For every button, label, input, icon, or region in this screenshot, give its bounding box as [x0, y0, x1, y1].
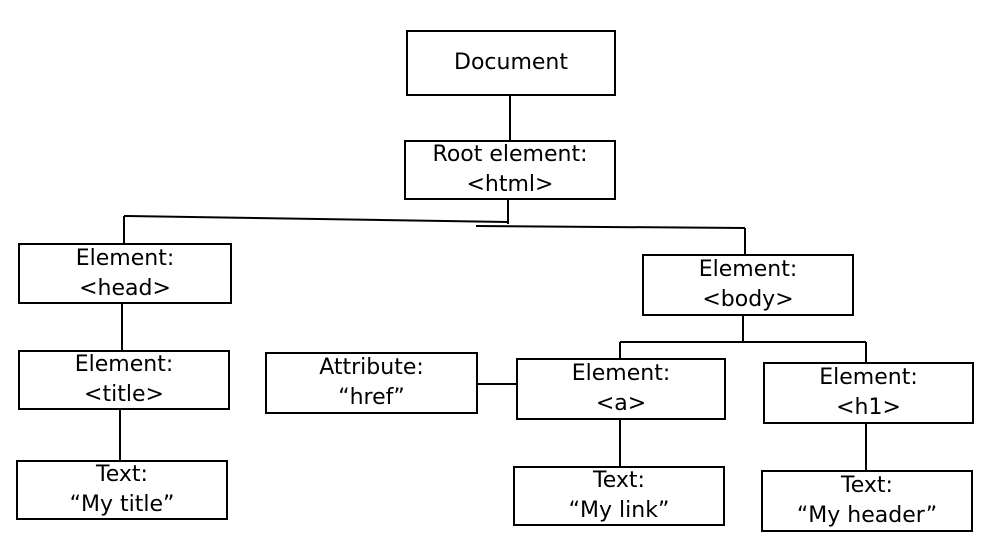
attribute-label: Attribute: [319, 355, 424, 380]
text-title-label: Text: [96, 462, 148, 487]
text-header-label: Text: [841, 473, 893, 498]
text-my-link-node: Text: “My link” [513, 466, 725, 526]
body-element-node: Element: <body> [642, 254, 854, 316]
text-title-value: “My title” [69, 492, 175, 517]
document-node: Document [406, 30, 616, 96]
title-element-label: Element: [74, 352, 174, 377]
head-element-node: Element: <head> [18, 243, 232, 304]
title-element-tag: <title> [84, 382, 164, 407]
a-element-tag: <a> [595, 391, 647, 416]
attribute-value: “href” [338, 385, 405, 410]
root-element-tag: <html> [466, 172, 554, 197]
connector-body-branch [475, 225, 746, 229]
head-element-tag: <head> [79, 275, 171, 301]
title-element-node: Element: <title> [18, 350, 230, 410]
root-element-label: Root element: [432, 142, 588, 167]
a-element-node: Element: <a> [516, 358, 726, 420]
text-header-value: “My header” [796, 503, 938, 528]
text-my-title-node: Text: “My title” [16, 460, 228, 520]
head-element-label: Element: [75, 245, 175, 271]
text-link-value: “My link” [568, 498, 670, 523]
a-element-label: Element: [571, 361, 671, 386]
document-node-label: Document [454, 50, 568, 75]
body-element-label: Element: [698, 257, 798, 282]
h1-element-label: Element: [819, 365, 918, 390]
attribute-href-node: Attribute: “href” [265, 352, 478, 414]
h1-element-node: Element: <h1> [763, 362, 974, 424]
body-element-tag: <body> [702, 287, 794, 312]
h1-element-tag: <h1> [836, 395, 901, 420]
text-link-label: Text: [593, 468, 645, 493]
connector-head-branch [123, 215, 509, 223]
text-my-header-node: Text: “My header” [761, 470, 973, 532]
root-element-node: Root element: <html> [404, 140, 616, 200]
